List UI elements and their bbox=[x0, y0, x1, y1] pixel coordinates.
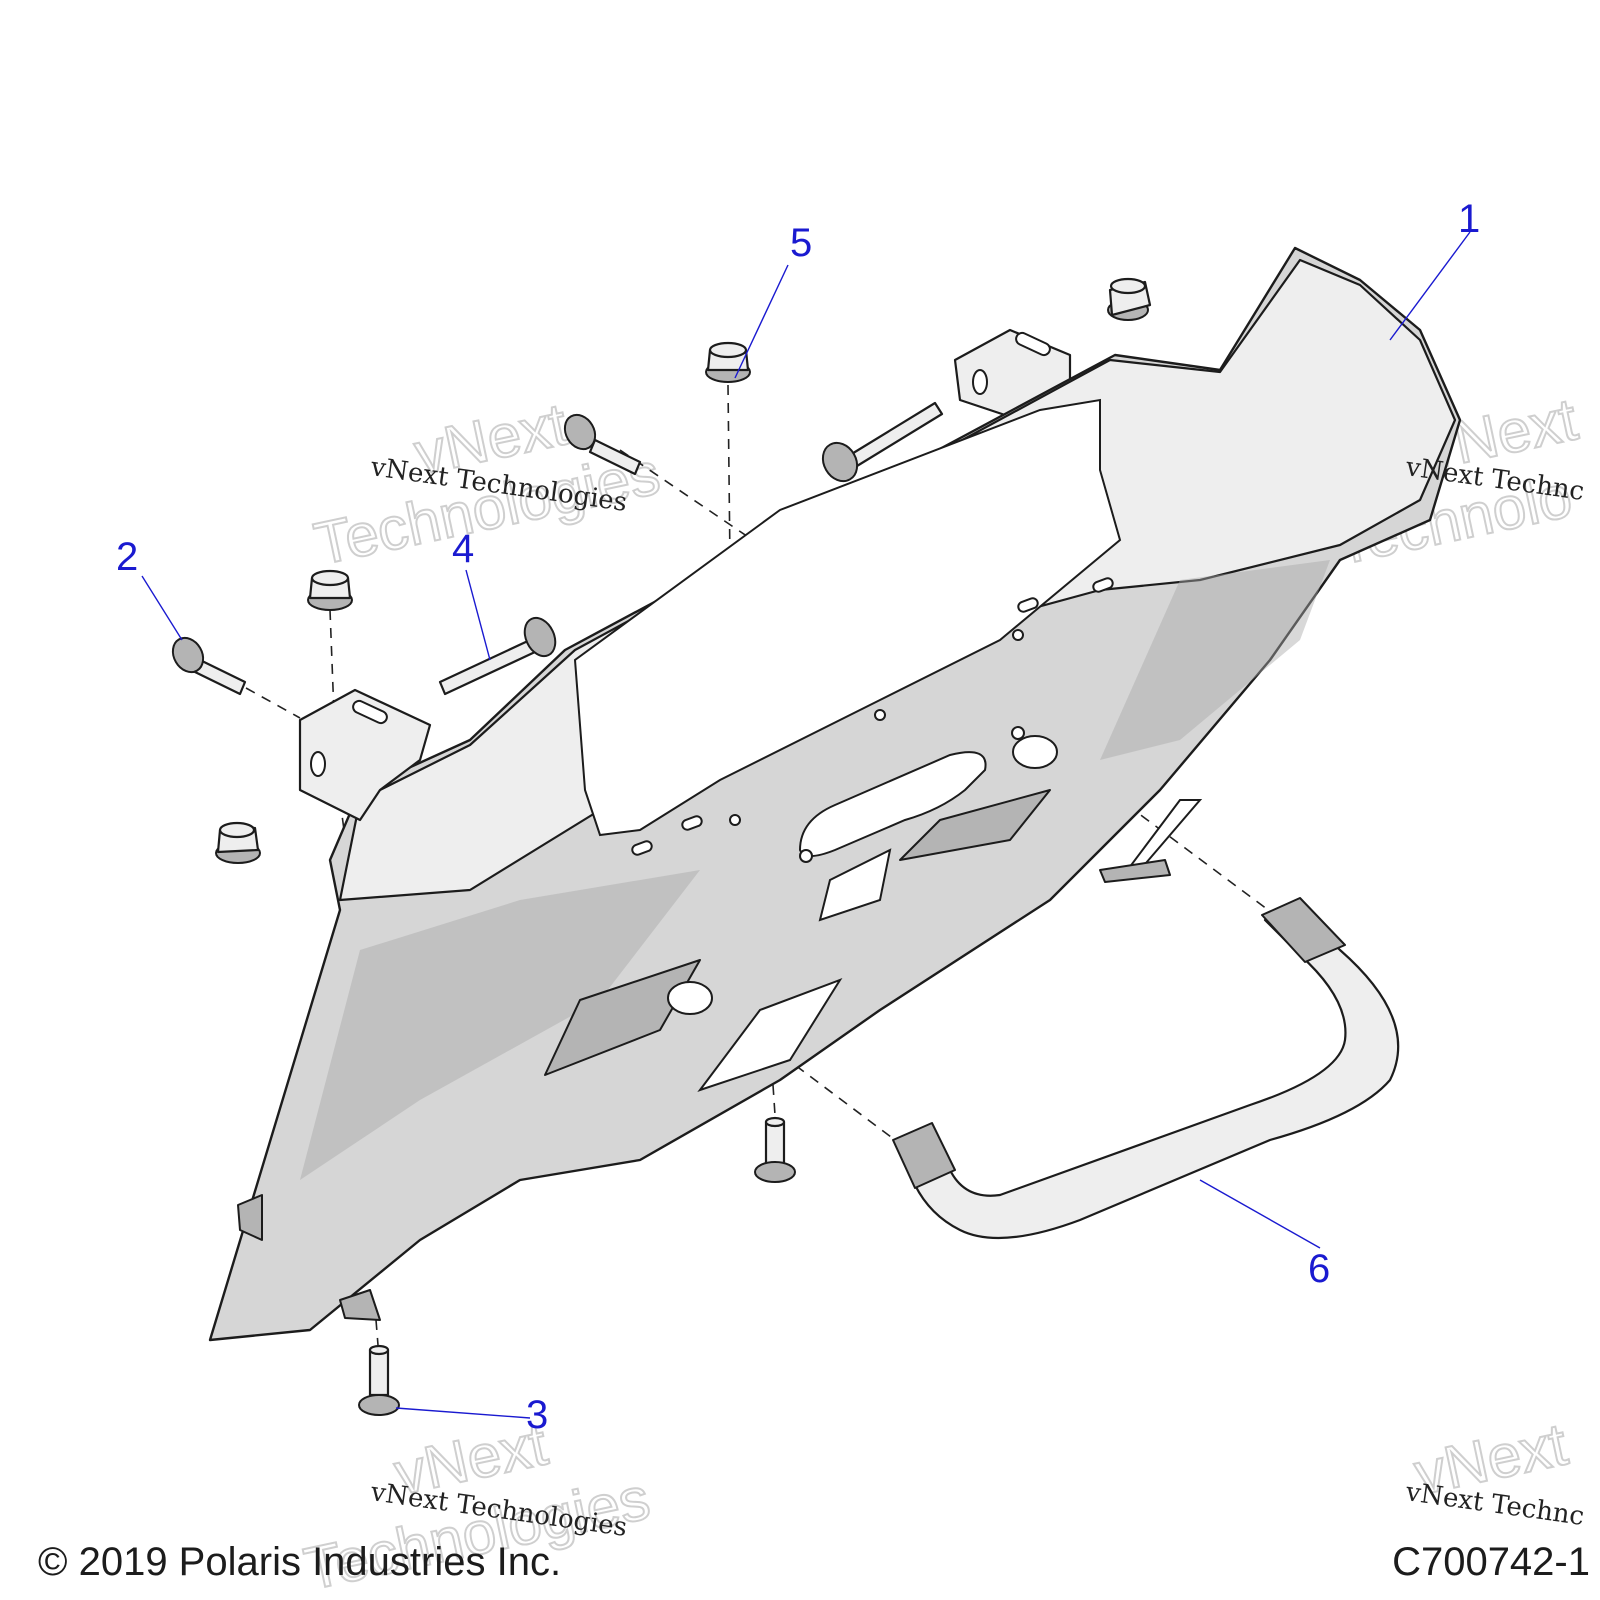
vent-panel bbox=[899, 789, 1051, 861]
leader-line-5 bbox=[734, 264, 789, 379]
hoop-tube bbox=[893, 903, 1400, 1240]
flange-bolt bbox=[358, 1344, 400, 1416]
callout-4: 4 bbox=[452, 527, 474, 571]
callout-3: 3 bbox=[526, 1393, 548, 1437]
skid-slot bbox=[697, 978, 843, 1092]
leader-line-4 bbox=[465, 569, 491, 661]
lower-tab bbox=[1099, 859, 1171, 883]
flange-bolt bbox=[563, 413, 642, 476]
bracket-hole bbox=[310, 751, 326, 777]
plate-slot bbox=[681, 815, 703, 831]
mount-hole bbox=[1012, 735, 1058, 769]
callouts: 1 2 3 4 5 6 bbox=[116, 197, 1480, 1437]
leader-lines bbox=[141, 231, 1471, 1419]
lower-tab bbox=[339, 1289, 381, 1321]
hoop-end-cap bbox=[1261, 897, 1346, 963]
face-shadow bbox=[300, 870, 700, 1180]
callout-2: 2 bbox=[116, 535, 138, 579]
leader-line-1 bbox=[1389, 231, 1471, 341]
copyright-text: © 2019 Polaris Industries Inc. bbox=[38, 1540, 561, 1584]
lower-tab bbox=[237, 1194, 263, 1241]
plate-hole bbox=[799, 849, 813, 863]
winch-opening bbox=[573, 398, 1122, 837]
flange-bolt bbox=[821, 401, 944, 483]
callout-5: 5 bbox=[790, 221, 812, 265]
plate-hole bbox=[874, 709, 886, 721]
plate-slot bbox=[631, 840, 653, 856]
flange-bolt bbox=[171, 636, 247, 696]
flange-bolt bbox=[754, 1116, 796, 1183]
assembly-line bbox=[245, 687, 301, 719]
flange-bolt bbox=[438, 616, 557, 696]
flange-nut bbox=[307, 569, 353, 611]
assembly-line bbox=[772, 1084, 776, 1116]
plate-slot bbox=[1092, 577, 1114, 593]
plate-hole bbox=[1011, 726, 1025, 740]
flange-nut bbox=[1107, 277, 1152, 321]
face-shadow bbox=[1100, 560, 1330, 760]
bracket-slot bbox=[1015, 331, 1051, 357]
flange-nut bbox=[705, 341, 751, 383]
mount-hole bbox=[667, 981, 713, 1015]
front-bumper bbox=[208, 246, 1462, 1342]
brush-guard-hoop bbox=[892, 897, 1400, 1240]
plate-hole bbox=[1012, 629, 1024, 641]
leader-line-6 bbox=[1199, 1179, 1321, 1249]
fairlead-slot bbox=[798, 751, 987, 857]
leader-line-2 bbox=[141, 575, 183, 641]
figure-id: C700742-1 bbox=[1392, 1540, 1590, 1584]
plate-slot bbox=[1017, 597, 1039, 613]
assembly-line bbox=[375, 1319, 379, 1346]
callout-1: 1 bbox=[1458, 197, 1480, 241]
hoop-end-cap bbox=[892, 1122, 956, 1189]
bracket-hole bbox=[972, 369, 988, 395]
vent-panel bbox=[544, 959, 701, 1076]
leader-line-3 bbox=[395, 1407, 531, 1419]
flange-nut bbox=[215, 821, 261, 864]
skid-slot bbox=[818, 848, 892, 922]
assembly-line bbox=[1039, 739, 1276, 916]
bracket-slot bbox=[352, 699, 388, 725]
plate-hole bbox=[729, 814, 741, 826]
left-mount-bracket bbox=[298, 688, 432, 822]
callout-6: 6 bbox=[1308, 1247, 1330, 1291]
